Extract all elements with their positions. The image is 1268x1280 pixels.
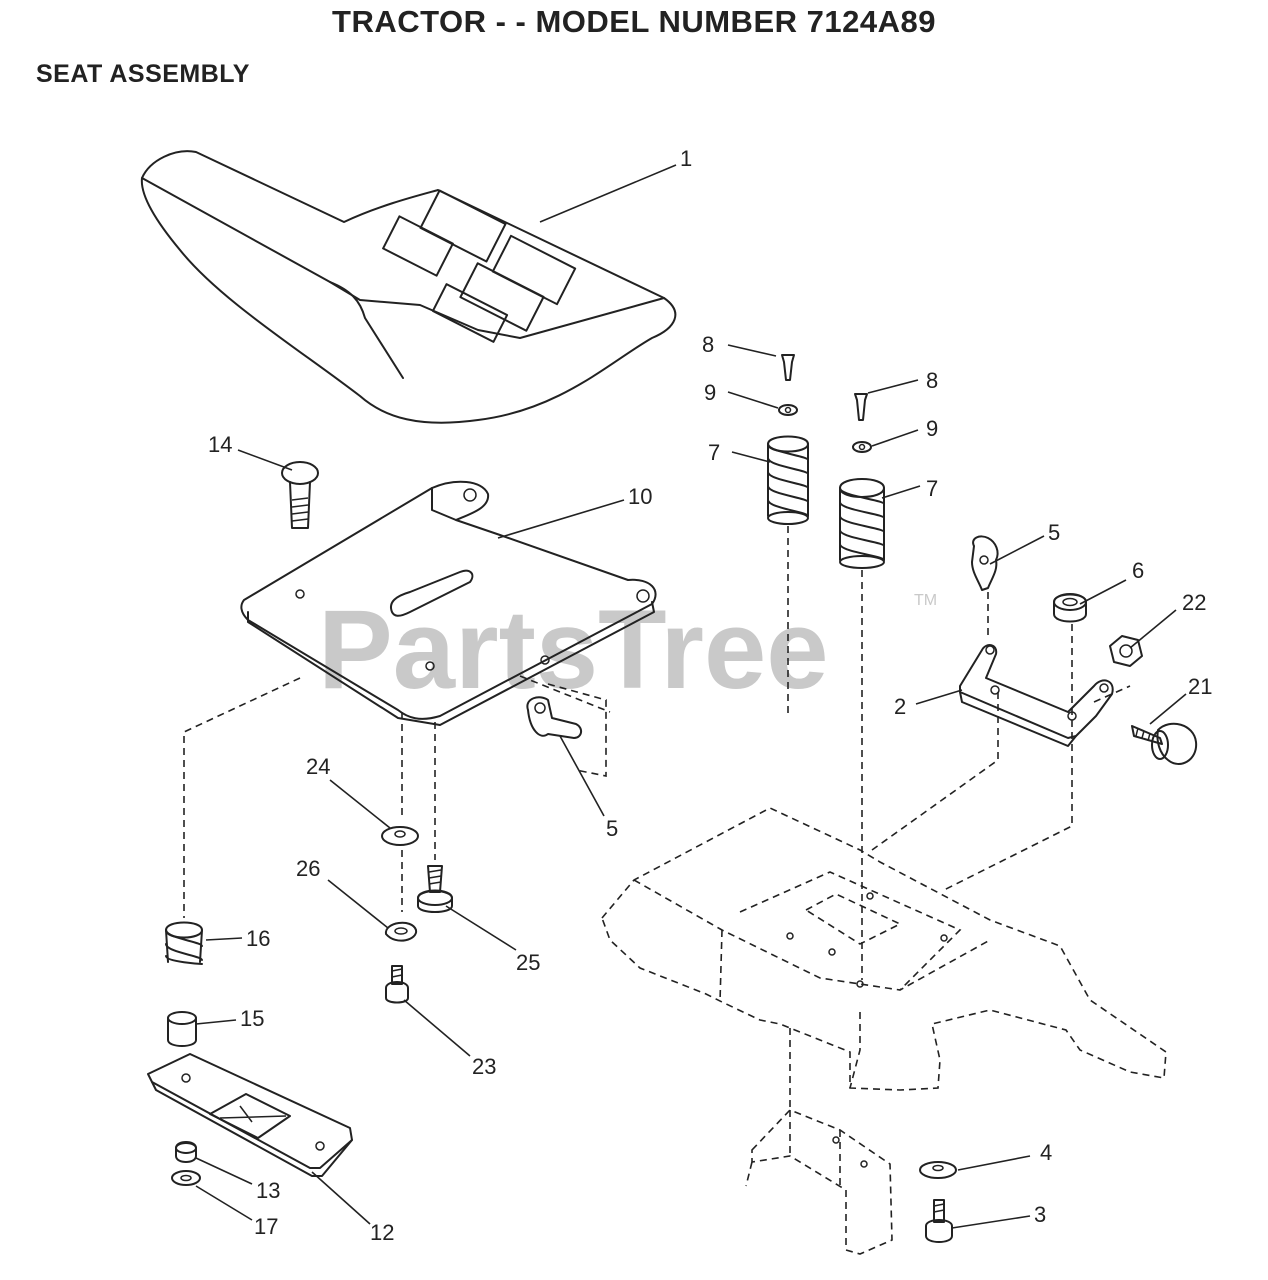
callout-4: 4 xyxy=(1040,1140,1052,1165)
callout-22: 22 xyxy=(1182,590,1206,615)
callout-24: 24 xyxy=(306,754,330,779)
shoulder-bolt-part[interactable] xyxy=(417,865,453,913)
callout-6: 6 xyxy=(1132,558,1144,583)
callout-15: 15 xyxy=(240,1006,264,1031)
flat-washer-part-4[interactable] xyxy=(919,1161,957,1179)
callout-labels: 1 8 9 7 8 9 7 14 10 5 6 22 2 21 24 5 26 … xyxy=(208,146,1212,1245)
flat-washer-part-24[interactable] xyxy=(381,826,419,846)
callout-21: 21 xyxy=(1188,674,1212,699)
callout-8: 8 xyxy=(926,368,938,393)
callout-16: 16 xyxy=(246,926,270,951)
callout-5: 5 xyxy=(1048,520,1060,545)
page-title: TRACTOR - - MODEL NUMBER 7124A89 xyxy=(332,4,936,39)
callout-14: 14 xyxy=(208,432,232,457)
callout-12: 12 xyxy=(370,1220,394,1245)
tractor-frame-reference xyxy=(601,807,1167,1255)
hex-nut-part[interactable] xyxy=(1109,635,1143,667)
flange-nut-part[interactable] xyxy=(1053,593,1087,623)
switch-part-lower[interactable] xyxy=(526,683,607,777)
hex-bolt-part-23[interactable] xyxy=(385,965,409,1004)
callout-7: 7 xyxy=(708,440,720,465)
callout-17: 17 xyxy=(254,1214,278,1239)
pivot-bracket-part[interactable] xyxy=(959,644,1114,747)
bushing-part-15[interactable] xyxy=(167,1011,197,1047)
callout-13: 13 xyxy=(256,1178,280,1203)
spring-stack-left[interactable] xyxy=(767,354,809,525)
callout-26: 26 xyxy=(296,856,320,881)
callout-5: 5 xyxy=(606,816,618,841)
slide-plate-part-12[interactable] xyxy=(147,1053,353,1177)
callout-leaders xyxy=(195,164,1187,1229)
carriage-bolt-part[interactable] xyxy=(281,461,319,529)
callout-9: 9 xyxy=(926,416,938,441)
compression-spring-part-16[interactable] xyxy=(165,921,203,965)
callout-10: 10 xyxy=(628,484,652,509)
callout-23: 23 xyxy=(472,1054,496,1079)
seat-pan-part[interactable] xyxy=(240,480,657,726)
seat-part[interactable] xyxy=(140,150,677,424)
hex-bolt-part-3[interactable] xyxy=(925,1199,953,1243)
callout-1: 1 xyxy=(680,146,692,171)
lock-washer-part-26[interactable] xyxy=(385,921,418,942)
callout-8: 8 xyxy=(702,332,714,357)
callout-25: 25 xyxy=(516,950,540,975)
callout-3: 3 xyxy=(1034,1202,1046,1227)
callout-9: 9 xyxy=(704,380,716,405)
watermark-trademark: TM xyxy=(914,592,937,609)
alignment-lines xyxy=(183,526,1131,1108)
adjustment-knob-part[interactable] xyxy=(1131,722,1198,765)
switch-part-upper[interactable] xyxy=(971,535,999,591)
spring-stack-right[interactable] xyxy=(839,393,885,569)
washer-stack-part-13-17[interactable] xyxy=(171,1141,201,1186)
watermark-text: PartsTree xyxy=(318,587,829,712)
callout-2: 2 xyxy=(894,694,906,719)
callout-7: 7 xyxy=(926,476,938,501)
section-title: SEAT ASSEMBLY xyxy=(36,60,250,88)
